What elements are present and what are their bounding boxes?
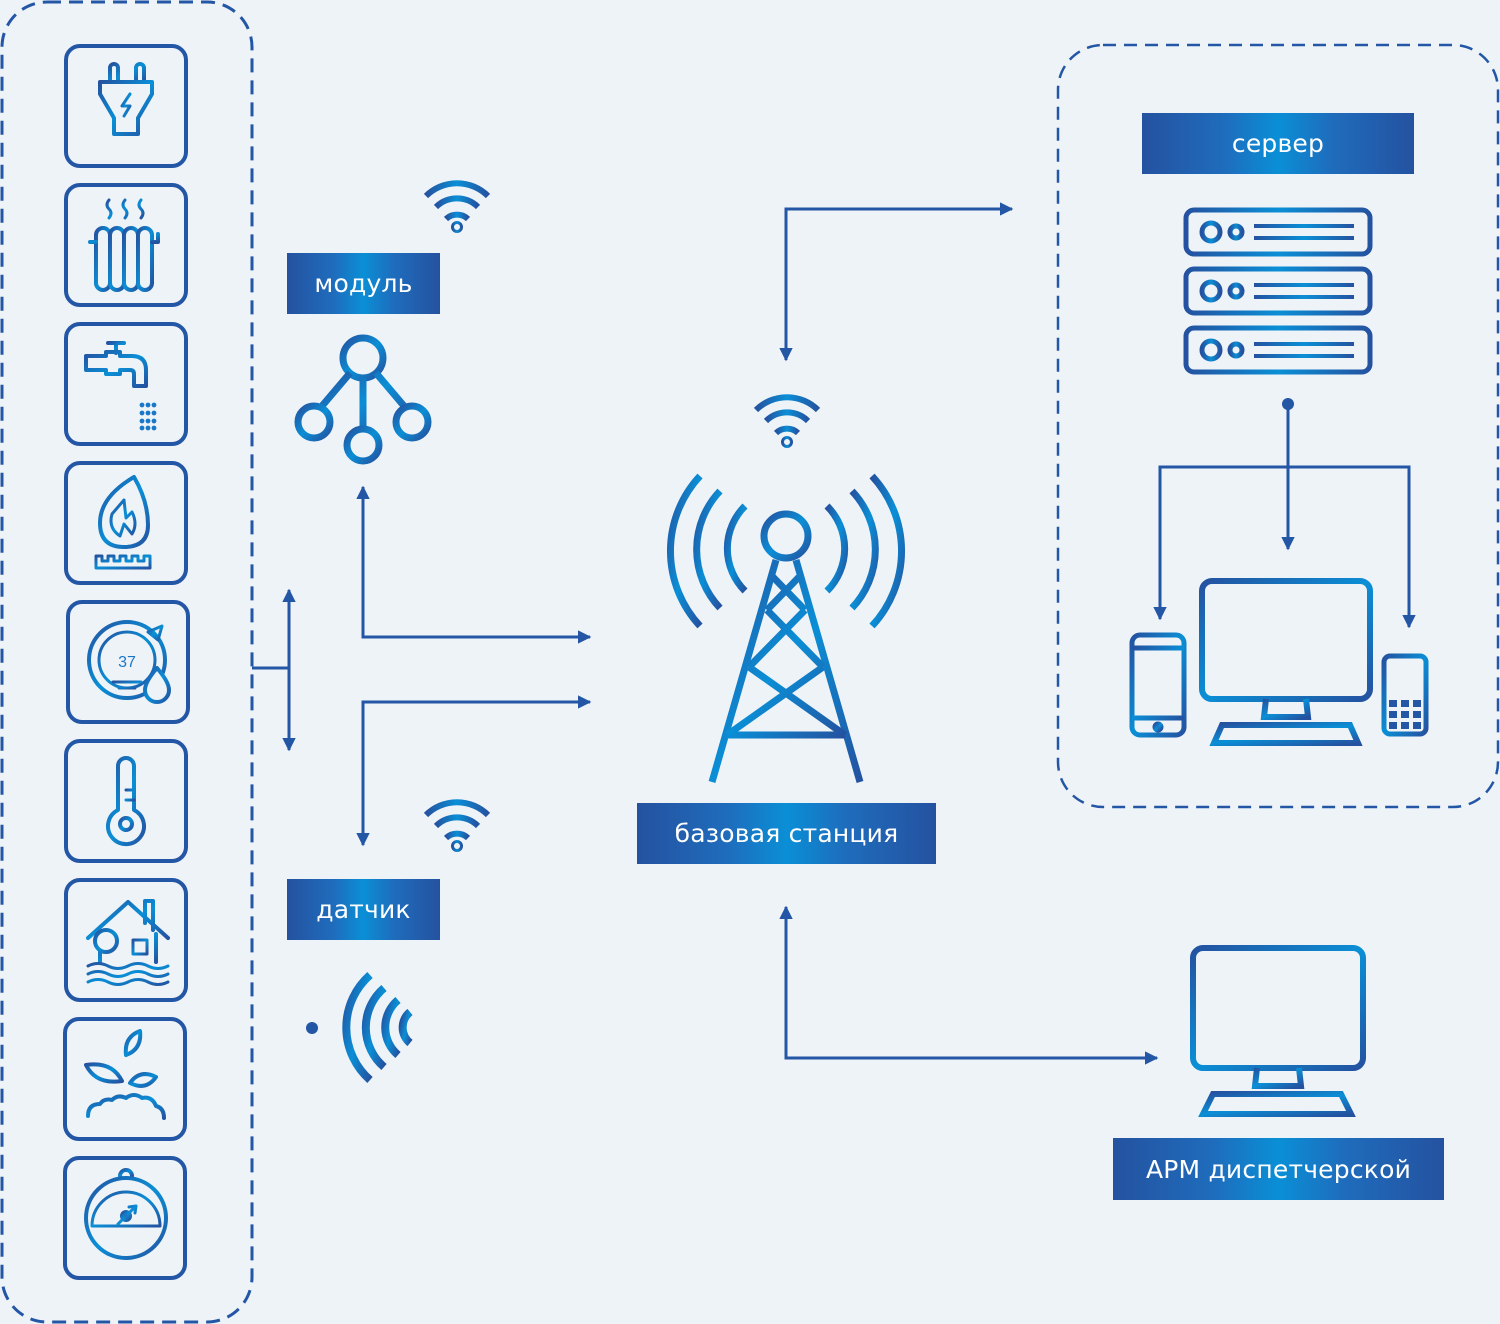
dispatcher-label: АРМ диспетчерской — [1113, 1138, 1444, 1200]
plant-sprout-icon[interactable] — [63, 1017, 187, 1141]
cell-tower-icon — [667, 473, 905, 783]
radiator-heating-icon[interactable] — [64, 183, 188, 307]
server-label: сервер — [1142, 113, 1414, 174]
connector-module-to-station — [356, 485, 592, 644]
sensor-label: датчик — [287, 879, 440, 940]
base-station-label: базовая станция — [637, 803, 936, 864]
wifi-icon — [423, 799, 491, 852]
sensor-waves-icon — [303, 972, 413, 1083]
mobile-phone-icon — [1381, 629, 1429, 737]
connector-sensor-to-station — [356, 695, 592, 847]
wifi-icon — [753, 394, 821, 448]
connector-server-branches — [1153, 465, 1416, 629]
smartphone-icon — [1129, 632, 1187, 738]
humidity-display: 37 — [118, 654, 136, 671]
gas-flame-icon[interactable] — [64, 461, 188, 585]
network-hub-icon — [294, 334, 432, 465]
thermometer-icon[interactable] — [64, 739, 188, 863]
connector-station-server — [779, 202, 1014, 362]
server-group-border — [1056, 43, 1500, 809]
electric-plug-icon[interactable] — [64, 44, 188, 168]
desktop-monitor-icon — [1199, 578, 1373, 746]
sensors-group-border — [0, 0, 254, 1324]
water-tap-icon[interactable] — [64, 322, 188, 446]
wifi-icon — [423, 180, 491, 233]
house-flood-icon[interactable] — [64, 878, 188, 1002]
humidity-meter-icon[interactable]: 37 — [66, 600, 190, 724]
pressure-gauge-icon[interactable] — [63, 1156, 187, 1280]
connectors — [252, 202, 1416, 1065]
connector-station-dispatcher — [779, 905, 1159, 1065]
module-label: модуль — [287, 253, 440, 314]
sensor-icons: 37 — [63, 44, 190, 1280]
dispatcher-monitor-icon — [1190, 945, 1366, 1117]
server-rack-icon — [1183, 207, 1373, 375]
server-junction-dot — [1282, 398, 1294, 410]
